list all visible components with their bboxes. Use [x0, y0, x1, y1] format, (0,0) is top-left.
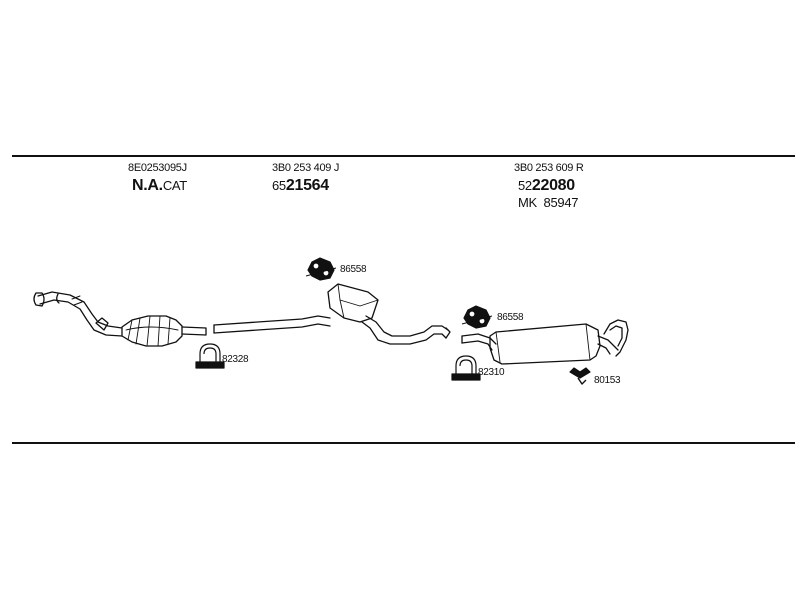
rubber-mount-icon [305, 257, 337, 281]
oe-number-rear: 3B0 253 609 R [514, 162, 584, 174]
rubber-mount-icon [461, 305, 493, 329]
part-label-mount-rear: 86558 [497, 312, 524, 323]
rear-silencer [489, 319, 629, 365]
catalytic-converter [121, 315, 207, 347]
cat-title: N.A.CAT [132, 178, 187, 194]
part-label-mount-center: 86558 [340, 264, 367, 275]
u-clamp-icon [451, 355, 481, 381]
rear-pipe [461, 333, 497, 351]
cat-title-tail: CAT [162, 178, 187, 193]
mounting-kit: MK 85947 [518, 196, 578, 209]
oe-number-center: 3B0 253 409 J [272, 162, 340, 174]
top-divider [12, 155, 795, 157]
part-label-clamp-front: 82328 [222, 354, 249, 365]
rear-code-prefix: 52 [518, 178, 532, 193]
center-pipe [213, 315, 331, 334]
center-code: 6521564 [272, 178, 329, 194]
mounting-kit-number: 85947 [543, 195, 579, 210]
cat-title-bold: N.A. [132, 177, 163, 194]
u-clamp-icon [195, 343, 225, 369]
rear-code: 5222080 [518, 178, 575, 194]
part-label-hanger: 80153 [594, 375, 621, 386]
hanger-bracket-icon [569, 367, 591, 385]
front-pipe [33, 291, 123, 337]
rear-code-main: 22080 [531, 177, 575, 194]
center-code-main: 21564 [285, 177, 329, 194]
part-label-clamp-rear: 82310 [478, 367, 505, 378]
mounting-kit-prefix: MK [518, 195, 537, 210]
oe-number-cat: 8E0253095J [128, 162, 187, 174]
bottom-divider [12, 442, 795, 444]
center-silencer [327, 283, 451, 345]
center-code-prefix: 65 [272, 178, 286, 193]
